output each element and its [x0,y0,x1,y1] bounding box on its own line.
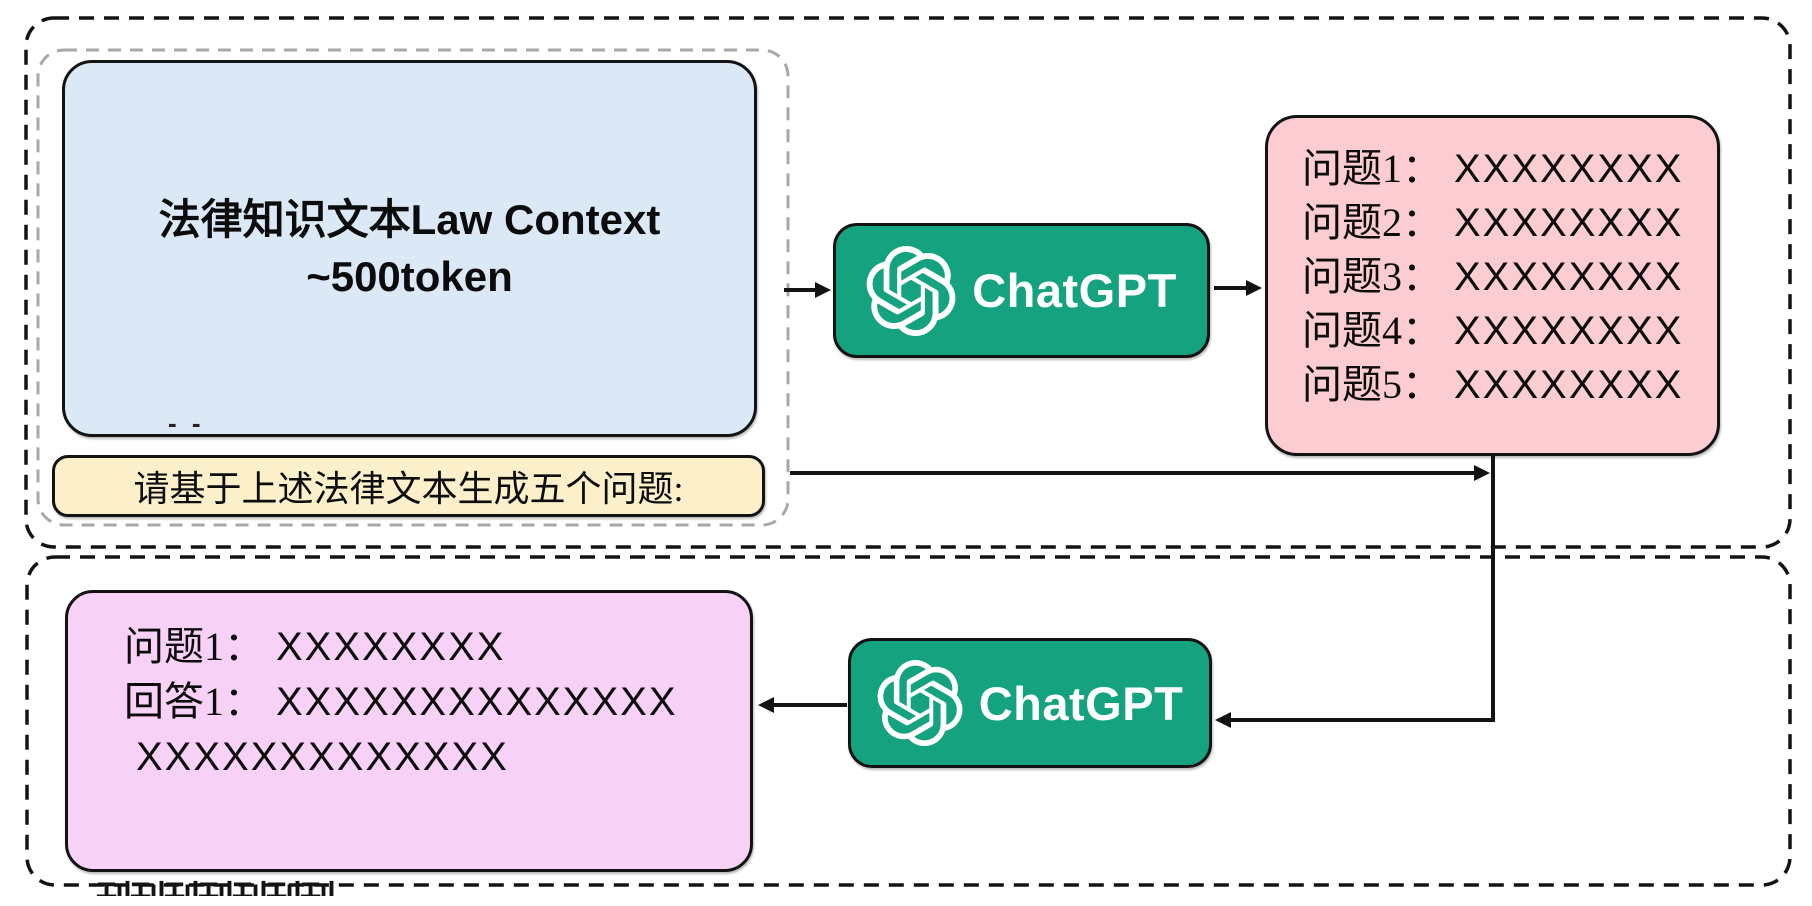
generation-stage-dashed-border [24,16,1792,549]
question-line: 问题5： XXXXXXXX [1302,358,1703,412]
question-label: 问题1： [1302,146,1442,191]
law-context-box: 法律知识文本Law Context ~500token [62,60,757,437]
law-context-line2: ~500token [306,253,513,300]
law-context-cjk-text: 法律知识文本 [158,198,411,244]
arrow-questions-to-chatgpt2 [1215,455,1495,728]
questions-box: 问题1： XXXXXXXX 问题2： XXXXXXXX 问题3： XXXXXXXX 问… [1265,115,1720,456]
question-value: XXXXXXXX [1454,309,1684,353]
question-line: 问题3： XXXXXXXX [1302,250,1703,304]
openai-logo-icon [866,245,956,336]
clipped-text-artifact: 刊刊刊刊刊刊刊 [96,876,346,896]
question-line: 问题1： XXXXXXXX [1302,142,1703,196]
answer-value: XXXXXXXX [276,625,506,669]
law-input-group-dashed-border [36,48,790,527]
clipped-text: 刊刊刊刊刊刊刊 [96,876,346,896]
answer-value: XXXXXXXXXXXXX [136,735,509,779]
question-label: 问题3： [1302,254,1442,299]
answer-line: 问题1： XXXXXXXX [124,619,740,674]
answer-line: 回答1： XXXXXXXXXXXXXX [124,674,740,729]
prompt-box: 请基于上述法律文本生成五个问题: [52,455,765,517]
chatgpt-box-bottom: ChatGPT [848,638,1212,768]
law-context-line1: 法律知识文本Law Context [159,192,661,249]
question-value: XXXXXXXX [1454,201,1684,245]
question-line: 问题2： XXXXXXXX [1302,196,1703,250]
question-label: 问题5： [1302,362,1442,407]
question-label: 问题4： [1302,308,1442,353]
chatgpt-label: ChatGPT [978,676,1184,730]
prompt-text: 请基于上述法律文本生成五个问题: [133,469,684,509]
chatgpt-label: ChatGPT [972,264,1177,317]
answer-line: XXXXXXXXXXXXX [124,729,740,784]
question-label: 问题2： [1302,200,1442,245]
answer-value: XXXXXXXXXXXXXX [276,680,678,724]
small-dash-artifact: - - [168,408,205,438]
question-value: XXXXXXXX [1454,363,1684,407]
answer-label: 回答1： [124,679,264,724]
question-value: XXXXXXXX [1454,147,1684,191]
question-value: XXXXXXXX [1454,255,1684,299]
openai-logo-icon [877,660,963,746]
answer-label: 问题1： [124,624,264,669]
answer-box: 问题1： XXXXXXXX 回答1： XXXXXXXXXXXXXX XXXXXXXX… [65,590,753,872]
qa-stage-dashed-border [25,555,1792,887]
law-context-en-text: Law Context [410,196,661,243]
question-line: 问题4： XXXXXXXX [1302,304,1703,358]
chatgpt-box-top: ChatGPT [833,223,1210,358]
